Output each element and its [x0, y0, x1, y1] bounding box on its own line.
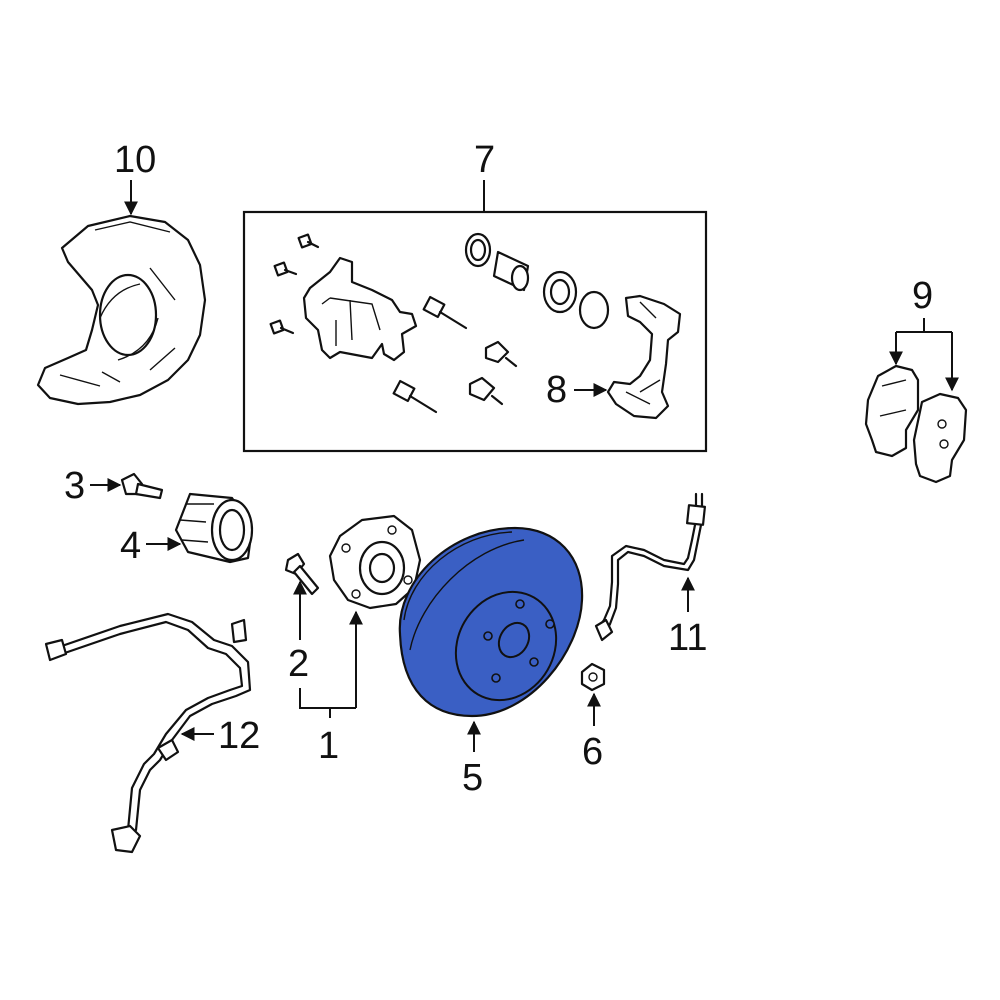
bolt-icon: [269, 319, 295, 335]
callout-6: 6: [582, 692, 603, 773]
label-7: 7: [474, 139, 495, 181]
abs-sensor-part-12[interactable]: [44, 612, 252, 854]
label-12: 12: [218, 715, 260, 757]
bolt-icon: [297, 233, 320, 249]
label-11: 11: [668, 617, 707, 659]
wheel-hub-part-1[interactable]: [328, 514, 422, 610]
callout-5: 5: [462, 720, 483, 799]
bolt-icon: [392, 379, 438, 414]
caliper-kit-box: 7: [242, 139, 708, 453]
label-3: 3: [64, 465, 85, 507]
callout-8: 8: [546, 369, 608, 411]
callout-2-1: 2 1: [288, 580, 363, 767]
label-5: 5: [462, 757, 483, 799]
bolt-icon: [273, 261, 298, 277]
label-8: 8: [546, 369, 567, 411]
caliper-assembly-part-7[interactable]: [269, 232, 610, 414]
callout-12: 12: [180, 715, 260, 757]
wheel-stud-part-2[interactable]: [284, 552, 320, 596]
callout-4: 4: [120, 525, 182, 567]
caliper-bracket-part-8[interactable]: [606, 294, 682, 420]
label-2: 2: [288, 643, 309, 685]
label-6: 6: [582, 731, 603, 773]
callout-11: 11: [668, 576, 707, 659]
dust-shield-part-10[interactable]: [36, 214, 207, 406]
hub-bolt-part-3[interactable]: [120, 472, 164, 500]
brake-pads-part-9[interactable]: [864, 364, 968, 484]
callout-9: 9: [889, 275, 959, 392]
callout-3: 3: [64, 465, 122, 507]
label-10: 10: [114, 139, 156, 181]
bolt-icon: [422, 295, 468, 330]
label-4: 4: [120, 525, 141, 567]
label-1: 1: [318, 725, 339, 767]
callout-10: 10: [114, 139, 156, 216]
brake-rotor-part-5[interactable]: [398, 526, 584, 718]
wheel-bearing-part-4[interactable]: [174, 492, 254, 564]
fitting-icon: [484, 340, 518, 368]
nut-part-6[interactable]: [580, 662, 606, 692]
label-9: 9: [912, 275, 933, 317]
brake-hose-part-11[interactable]: [594, 492, 706, 642]
fitting-icon: [468, 376, 504, 406]
